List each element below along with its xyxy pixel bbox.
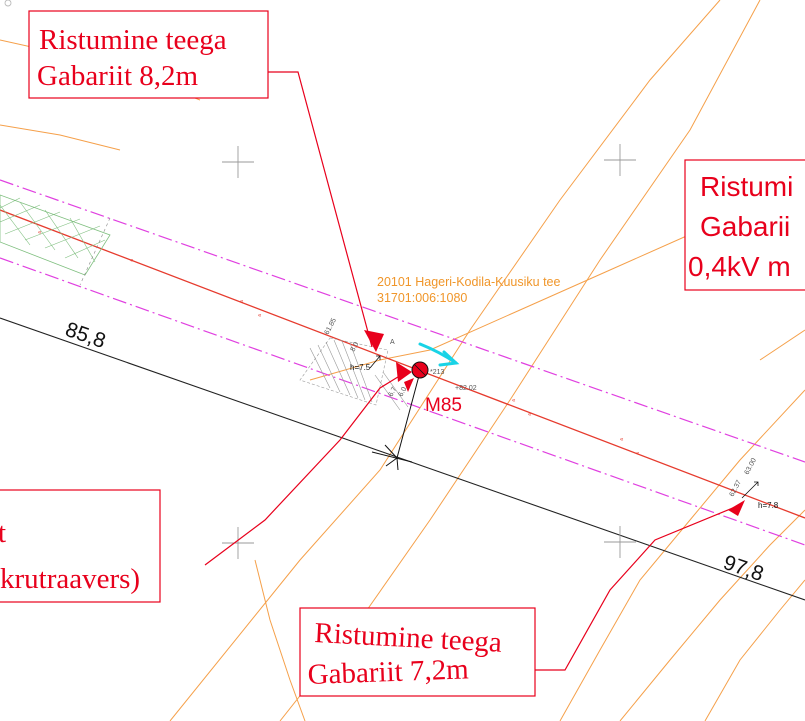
svg-text:8.0: 8.0	[350, 341, 361, 353]
corridor-boundary-upper	[0, 179, 805, 463]
corridor-boundary-lower	[0, 257, 805, 546]
road-edge-line	[704, 579, 805, 721]
power-line-markers: « « « « « « « «	[38, 230, 640, 457]
height-arrow-left	[369, 355, 381, 369]
road-edge-line	[169, 0, 721, 721]
grid-crosshairs	[4, 0, 636, 559]
crossing-annotations: 61.85 8.0 6.7 6.0 +82.02 *213 A 62.37 63…	[324, 317, 758, 498]
callout-left: t krutraavers)	[0, 489, 161, 603]
callout-right-line3: 0,4kV m	[688, 251, 791, 282]
svg-text:«: «	[38, 230, 42, 236]
svg-text:«: «	[636, 451, 640, 457]
anchor-line	[371, 371, 421, 471]
arrowhead-bottom-right	[728, 500, 745, 516]
svg-text:61.85: 61.85	[324, 317, 338, 336]
small-tag-a: *213	[430, 369, 445, 376]
svg-text:«: «	[620, 437, 624, 443]
height-arrow-right	[741, 481, 759, 499]
callout-bottom: Ristumine teega Gabariit 7,2m	[299, 607, 536, 697]
svg-text:«: «	[240, 299, 244, 305]
callout-left-line2: krutraavers)	[0, 563, 140, 595]
direction-arrow	[418, 342, 460, 367]
height-label-left: h=7.5	[350, 363, 371, 372]
callout-right-line2: Gabarii	[700, 211, 790, 242]
svg-text:6.0: 6.0	[398, 386, 409, 398]
svg-text:62.37: 62.37	[729, 479, 743, 498]
corridor-boundaries	[0, 179, 805, 546]
callout-bottom-line2: Gabariit 7,2m	[307, 653, 470, 691]
svg-text:63.00: 63.00	[744, 457, 758, 476]
svg-text:6.7: 6.7	[388, 386, 399, 398]
small-tag-b: A	[390, 339, 395, 346]
elevation-label: +82.02	[455, 385, 477, 392]
power-line	[0, 209, 805, 519]
crossing-detail	[299, 337, 409, 411]
chainage-line	[0, 317, 805, 601]
road-edge-line	[0, 124, 121, 151]
svg-text:«: «	[528, 412, 532, 418]
arrowhead-anchor	[404, 378, 414, 392]
callout-right-line1: Ristumi	[700, 171, 793, 202]
callout-right: Ristumi Gabarii 0,4kV m	[684, 159, 805, 291]
arrowhead-top	[364, 330, 384, 352]
leader-line-top	[268, 71, 373, 348]
callout-top-left: Ristumine teega Gabariit 8,2m	[28, 10, 269, 99]
leader-line-bottom	[535, 504, 741, 671]
crosshair	[222, 146, 254, 178]
red-arrowheads	[364, 330, 745, 516]
hatched-area	[0, 194, 111, 286]
callout-top-left-line2: Gabariit 8,2m	[37, 60, 199, 92]
road-edge-line	[619, 509, 805, 721]
parcel-id: 31701:006:1080	[377, 291, 467, 305]
svg-text:«: «	[130, 258, 134, 264]
callout-top-left-line1: Ristumine teega	[39, 24, 227, 56]
leader-line-left	[204, 371, 407, 566]
crosshair	[604, 526, 636, 558]
road-edge-line	[254, 559, 306, 721]
arrowhead-pole	[396, 362, 412, 382]
callout-left-line1: t	[0, 517, 6, 549]
svg-text:«: «	[258, 313, 262, 319]
height-label-right: h=7.8	[758, 501, 779, 510]
leader-lines	[204, 71, 741, 671]
crosshair	[222, 527, 254, 559]
road-edge-line	[559, 389, 805, 721]
road-edge-line	[759, 329, 805, 361]
pole-label: M85	[425, 395, 462, 416]
crosshair	[604, 144, 636, 176]
parcel-name: 20101 Hageri-Kodila-Kuusiku tee	[377, 275, 560, 289]
svg-text:«: «	[512, 398, 516, 404]
